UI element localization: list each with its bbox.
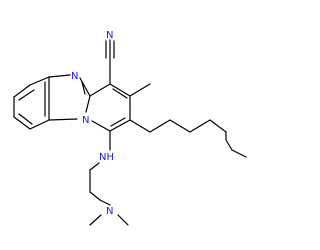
nitrile-group (105, 39, 115, 85)
atom-n-bridge: N (82, 115, 89, 126)
octyl-chain (129, 119, 247, 158)
atom-nh-amine: NH (99, 152, 114, 163)
atom-label-nh-amine: NH (99, 152, 114, 163)
atom-n-dimethyl: N (106, 206, 113, 217)
atom-label-n-dimethyl: N (106, 206, 113, 217)
imidazole-ring (48, 74, 91, 121)
atom-label-n-bridge: N (82, 115, 89, 126)
atom-label-n-imidazole: N (71, 71, 78, 82)
molecule-structure: N N N NH N (13, 30, 247, 226)
atom-n-nitrile: N (106, 30, 113, 41)
benzene-ring (13, 76, 50, 130)
pyridine-ring (89, 83, 131, 132)
atom-label-n-nitrile: N (106, 30, 113, 41)
methyl-group (129, 83, 151, 97)
atom-n-imidazole: N (71, 71, 78, 82)
aminopropyl-chain (89, 130, 129, 226)
